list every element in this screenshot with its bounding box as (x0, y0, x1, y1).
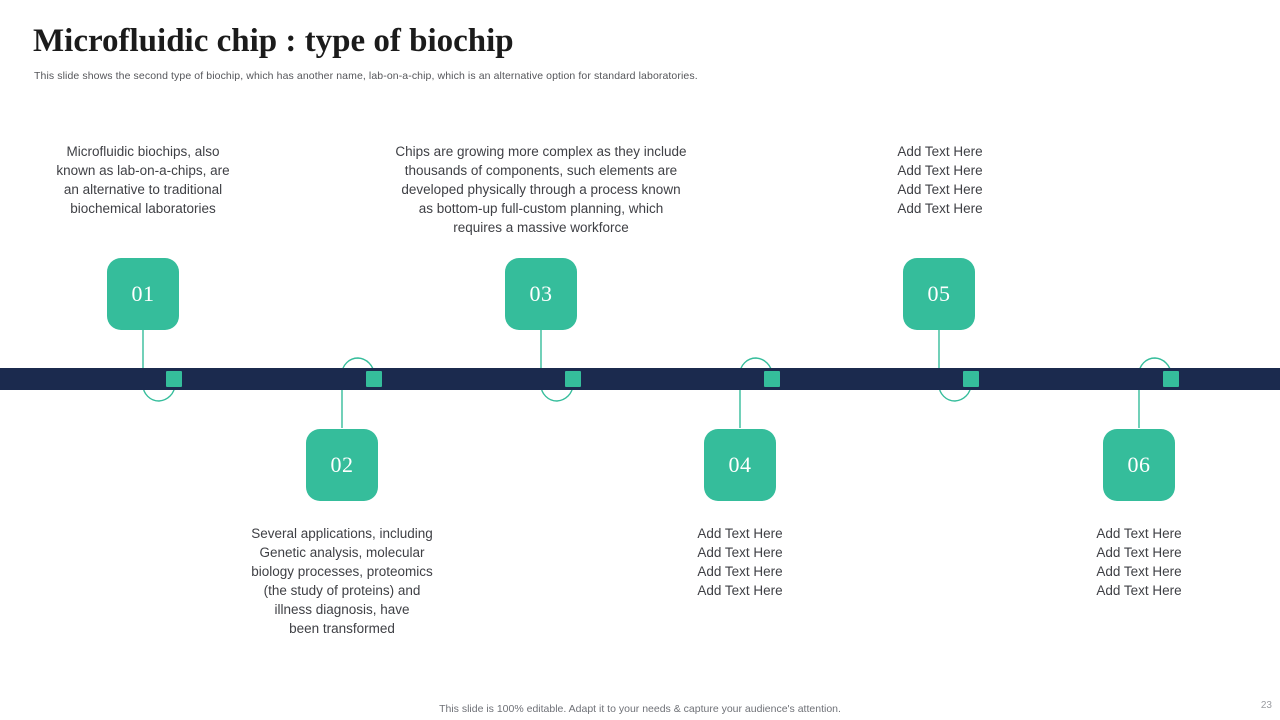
step-text-05: Add Text Here Add Text Here Add Text Her… (820, 142, 1060, 218)
step-text-line: known as lab-on-a-chips, are (56, 163, 230, 178)
step-text-line: biology processes, proteomics (251, 564, 433, 579)
step-text-line: (the study of proteins) and (263, 583, 421, 598)
step-text-line: requires a massive workforce (453, 220, 629, 235)
step-badge-01[interactable]: 01 (107, 258, 179, 330)
step-badge-05[interactable]: 05 (903, 258, 975, 330)
timeline-marker-02 (366, 371, 382, 387)
step-text-line: Add Text Here (897, 144, 983, 159)
slide-footer-note: This slide is 100% editable. Adapt it to… (439, 703, 841, 715)
step-text-line: Microfluidic biochips, also (66, 144, 220, 159)
step-text-line: Add Text Here (1096, 583, 1182, 598)
timeline-marker-06 (1163, 371, 1179, 387)
timeline-marker-03 (565, 371, 581, 387)
page-subtitle: This slide shows the second type of bioc… (34, 70, 698, 82)
step-badge-02[interactable]: 02 (306, 429, 378, 501)
step-text-03: Chips are growing more complex as they i… (353, 142, 729, 237)
timeline-marker-04 (764, 371, 780, 387)
step-text-02: Several applications, including Genetic … (222, 524, 462, 638)
step-text-line: biochemical laboratories (70, 201, 216, 216)
step-text-line: Chips are growing more complex as they i… (395, 144, 687, 159)
step-badge-04[interactable]: 04 (704, 429, 776, 501)
step-text-line: as bottom-up full-custom planning, which (418, 201, 664, 216)
step-text-line: Add Text Here (1096, 526, 1182, 541)
step-text-04: Add Text Here Add Text Here Add Text Her… (620, 524, 860, 600)
step-text-line: Add Text Here (897, 201, 983, 216)
step-text-line: developed physically through a process k… (401, 182, 681, 197)
step-text-line: Add Text Here (897, 182, 983, 197)
step-text-line: Add Text Here (697, 564, 783, 579)
timeline-marker-05 (963, 371, 979, 387)
step-badge-03[interactable]: 03 (505, 258, 577, 330)
step-text-line: Several applications, including (251, 526, 433, 541)
step-text-line: Add Text Here (697, 526, 783, 541)
step-text-line: Genetic analysis, molecular (259, 545, 425, 560)
page-number: 23 (1260, 700, 1272, 711)
timeline-bar (0, 368, 1280, 390)
step-text-line: Add Text Here (697, 545, 783, 560)
step-text-line: illness diagnosis, have (274, 602, 410, 617)
step-text-line: an alternative to traditional (63, 182, 223, 197)
step-text-line: Add Text Here (897, 163, 983, 178)
step-text-line: Add Text Here (1096, 545, 1182, 560)
page-title: Microfluidic chip : type of biochip (33, 23, 514, 59)
step-text-line: Add Text Here (1096, 564, 1182, 579)
step-text-line: thousands of components, such elements a… (404, 163, 678, 178)
step-text-01: Microfluidic biochips, also known as lab… (23, 142, 263, 218)
step-text-line: been transformed (289, 621, 395, 636)
step-text-06: Add Text Here Add Text Here Add Text Her… (1019, 524, 1259, 600)
step-badge-06[interactable]: 06 (1103, 429, 1175, 501)
timeline-marker-01 (166, 371, 182, 387)
step-text-line: Add Text Here (697, 583, 783, 598)
